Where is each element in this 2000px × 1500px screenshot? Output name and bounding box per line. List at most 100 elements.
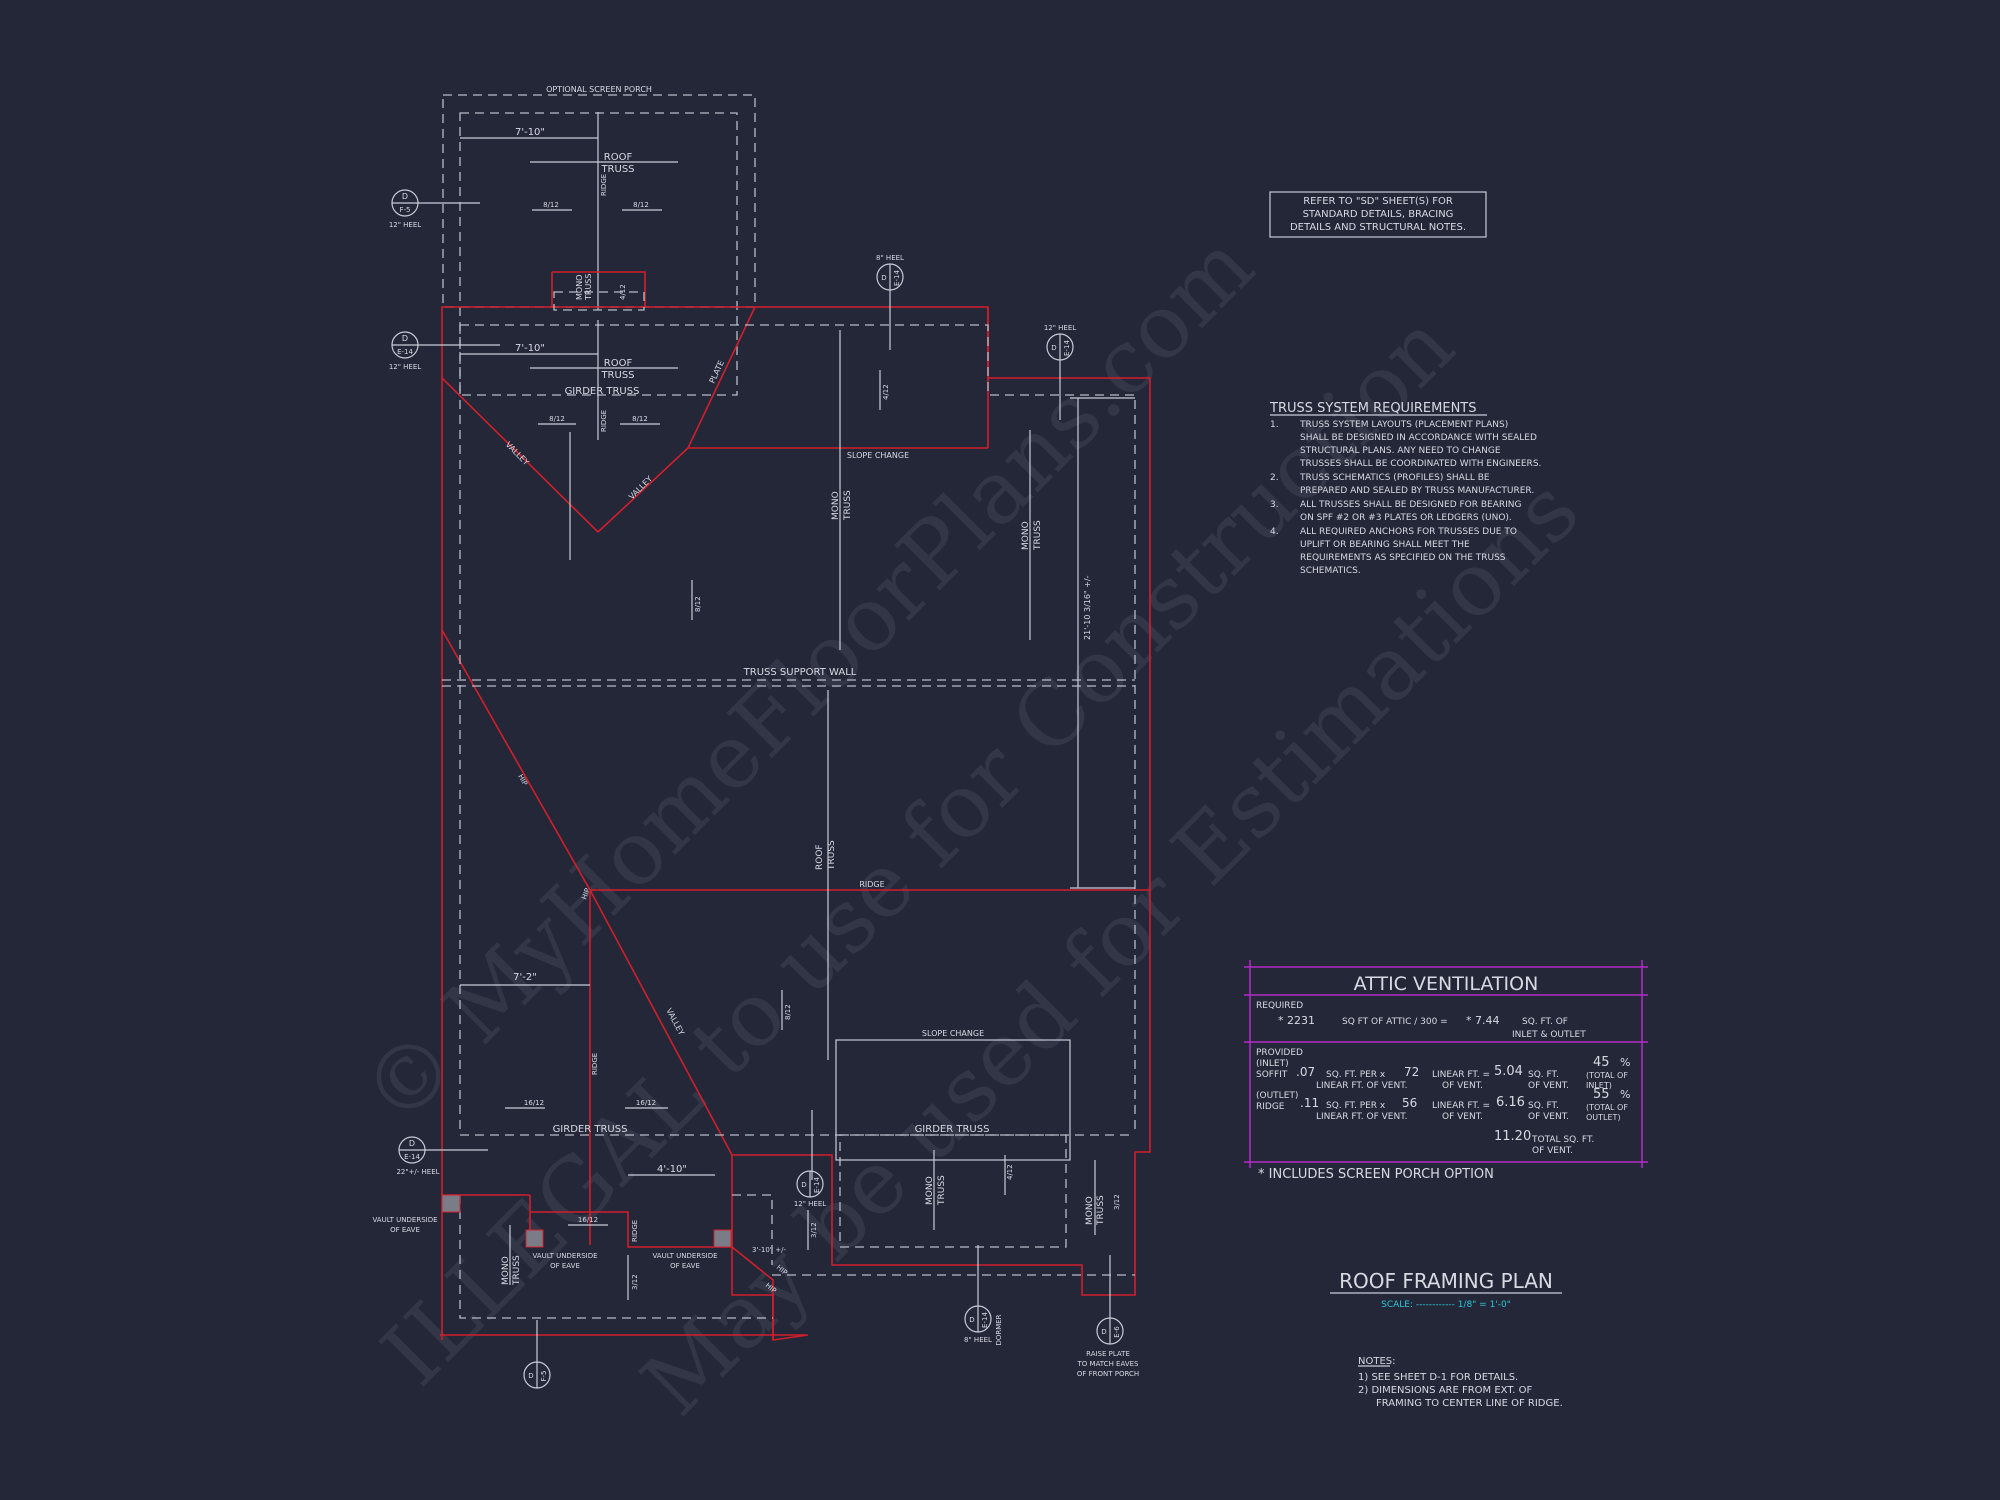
ridge-mid: RIDGE [859,880,884,889]
pitch-3-12-right: 3/12 [1113,1194,1121,1210]
detail-f5-label-2: F-5 [540,1370,548,1381]
heel-8-label-2: 8" HEEL [964,1336,992,1344]
truss-req-1-line-3: STRUCTURAL PLANS. ANY NEED TO CHANGE [1300,446,1501,456]
hip-label-a: HIP [516,773,529,787]
ridge-lf-value: 56 [1402,1096,1417,1110]
ridge-sqft-text: SQ. FT. [1528,1101,1559,1111]
slope-change-lower: SLOPE CHANGE [922,1029,984,1038]
dim-4-10: 4'-10" [657,1164,687,1175]
truss-req-2-line-2: PREPARED AND SEALED BY TRUSS MANUFACTURE… [1300,486,1534,496]
detail-e6-label: E-6 [1113,1326,1121,1338]
pitch-16-12-c: 16/12 [578,1216,598,1224]
truss-req-1-line-2: SHALL BE DESIGNED IN ACCORDANCE WITH SEA… [1300,433,1537,443]
pitch-16-12-b: 16/12 [636,1099,656,1107]
required-unit-1: SQ. FT. OF [1522,1017,1568,1027]
total-vent-text-1: TOTAL SQ. FT. [1531,1135,1594,1145]
detail-d-label-8: D [969,1316,974,1324]
notes-line-2: 2) DIMENSIONS ARE FROM EXT. OF [1358,1385,1533,1396]
heel-22-label: 22"+/- HEEL [396,1168,439,1176]
screen-porch-outline: OPTIONAL SCREEN PORCH 7'-10" ROOF TRUSS … [442,85,756,396]
vault-label-3b: OF EAVE [670,1262,700,1270]
refer-line-2: STANDARD DETAILS, BRACING [1303,209,1454,220]
detail-d-label-2: D [402,334,408,343]
detail-callout-f5-bottom: D F-5 [523,1320,551,1389]
detail-callout-f5-top: D F-5 12" HEEL [389,189,480,229]
ridge-vent-label: RIDGE [1256,1102,1285,1112]
detail-d-label-5: D [409,1139,415,1148]
mono-label-right: MONO [1021,521,1031,550]
dim-7-2: 7'-2" [513,972,537,983]
girder-truss-top: GIRDER TRUSS [565,386,640,397]
truss-req-2-line-1: TRUSS SCHEMATICS (PROFILES) SHALL BE [1299,473,1490,483]
inner-dashed-lines [442,324,1136,1319]
soffit-lf-value: 72 [1404,1065,1419,1079]
mono-label-center: MONO [831,491,841,520]
truss-label-porch: TRUSS [512,1255,522,1286]
ridge-total-of: (TOTAL OF [1586,1103,1628,1112]
detail-callout-e14-left: D E-14 12" HEEL [389,331,500,371]
detail-d-label-7: D [528,1372,533,1380]
plan-title: ROOF FRAMING PLAN [1339,1269,1553,1293]
plan-scale: SCALE: ------------ 1/8" = 1'-0" [1381,1300,1511,1310]
detail-callout-dormer: D E-14 DORMER 8" HEEL [964,1245,1003,1346]
soffit-pct-sign: % [1620,1056,1630,1069]
soffit-lf-text-2: OF VENT. [1442,1081,1483,1091]
truss-req-3-line-2: ON SPF #2 OR #3 PLATES OR LEDGERS (UNO). [1300,513,1512,523]
vault-label-1b: OF EAVE [390,1226,420,1234]
truss-req-4-line-4: SCHEMATICS. [1300,566,1361,576]
refer-line-1: REFER TO "SD" SHEET(S) FOR [1303,196,1453,207]
notes-block: NOTES: 1) SEE SHEET D-1 FOR DETAILS. 2) … [1358,1356,1563,1409]
ridge-porch-lower: RIDGE [631,1220,639,1242]
pitch-8-12-e: 8/12 [694,596,702,612]
inlet-label: (INLET) [1256,1059,1289,1069]
dim-7-10-mid: 7'-10" [515,343,545,354]
slope-change-top: SLOPE CHANGE [847,451,909,460]
required-label: REQUIRED [1256,1001,1303,1011]
pitch-16-12-a: 16/12 [524,1099,544,1107]
heel-12-label: 12" HEEL [389,221,421,229]
ridge-pct-sign: % [1620,1088,1630,1101]
soffit-per-text-2: LINEAR FT. OF VENT. [1316,1081,1408,1091]
dim-21-10: 21'-10 3/16" +/- [1083,575,1092,640]
mono-label-porch: MONO [501,1256,511,1285]
detail-callout-e14-top: 8" HEEL D E-14 [876,254,904,350]
vault-label-1a: VAULT UNDERSIDE [372,1216,437,1224]
mono-truss-dormer-top: MONO TRUSS 4/12 [553,274,645,311]
girder-truss-lower-right: GIRDER TRUSS [915,1124,990,1135]
ridge-sqft-text-2: OF VENT. [1528,1112,1569,1122]
truss-req-2-num: 2. [1270,473,1279,483]
truss-requirements: TRUSS SYSTEM REQUIREMENTS 1. TRUSS SYSTE… [1269,401,1541,576]
detail-d-label-9: D [1101,1328,1106,1336]
truss-label-mid: TRUSS [827,840,837,871]
mono-label-top: MONO [575,275,584,300]
soffit-per-text: SQ. FT. PER x [1326,1070,1386,1080]
truss-req-1-line-1: TRUSS SYSTEM LAYOUTS (PLACEMENT PLANS) [1299,420,1508,430]
required-vent-value: * 7.44 [1466,1014,1500,1027]
soffit-value: .07 [1296,1065,1315,1079]
pitch-3-12-mid: 3/12 [810,1222,818,1238]
title-block: ROOF FRAMING PLAN SCALE: ------------ 1/… [1330,1269,1562,1310]
pitch-8-12-b: 8/12 [633,201,649,209]
ridge-upper: RIDGE [600,410,608,432]
detail-f5-label: F-5 [399,206,410,214]
detail-e14-label: E-14 [397,348,413,356]
raise-plate-3: OF FRONT PORCH [1077,1370,1139,1378]
refer-line-3: DETAILS AND STRUCTURAL NOTES. [1290,222,1466,233]
middle-field-labels: ROOF TRUSS RIDGE HIP HIP 7'-2" VALLEY 8/… [460,690,1121,1235]
ridge-per-text-2: LINEAR FT. OF VENT. [1316,1112,1408,1122]
girder-truss-lower-left: GIRDER TRUSS [553,1124,628,1135]
truss-req-3-line-1: ALL TRUSSES SHALL BE DESIGNED FOR BEARIN… [1300,500,1522,510]
ridge-per-text: SQ. FT. PER x [1326,1101,1386,1111]
heel-12-label-2: 12" HEEL [389,363,421,371]
soffit-sqft-value: 5.04 [1494,1064,1523,1079]
pitch-4-12-upper: 4/12 [882,384,890,400]
detail-d-label-6: D [801,1181,806,1189]
pitch-8-12-d: 8/12 [632,415,648,423]
raise-plate-1: RAISE PLATE [1086,1350,1130,1358]
truss-req-4-line-2: UPLIFT OR BEARING SHALL MEET THE [1300,540,1470,550]
vault-label-2b: OF EAVE [550,1262,580,1270]
soffit-sqft-text: SQ. FT. [1528,1070,1559,1080]
detail-callout-e6: D E-6 RAISE PLATE TO MATCH EAVES OF FRON… [1077,1255,1139,1378]
ridge-porch: RIDGE [600,174,608,196]
vault-label-3a: VAULT UNDERSIDE [652,1252,717,1260]
